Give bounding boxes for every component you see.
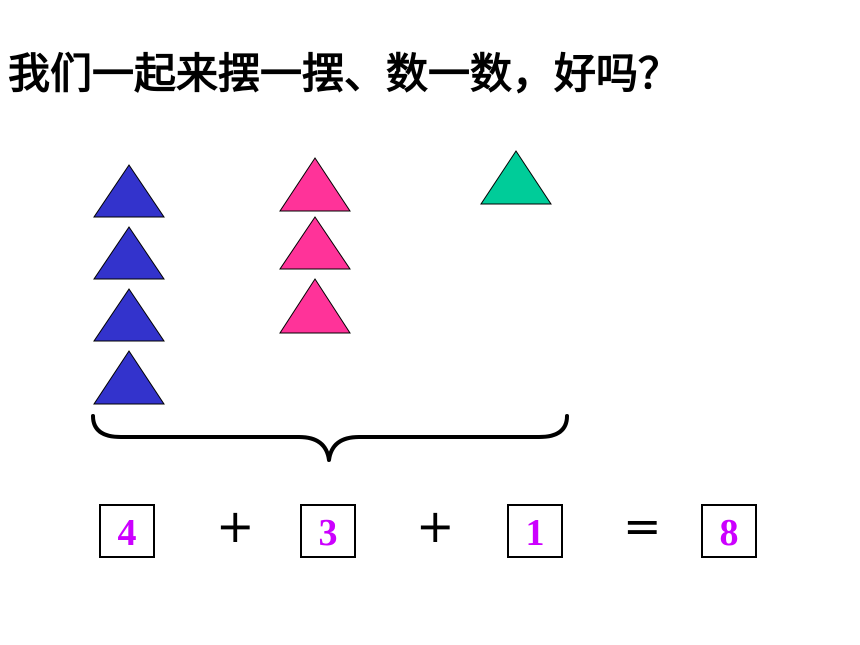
blue-triangle [93,288,165,342]
pink-triangle [279,216,351,270]
term-box-3: 1 [507,504,563,558]
plus-sign: + [216,499,255,553]
pink-triangle [279,278,351,334]
equals-sign: = [623,499,662,553]
term-2-value: 3 [318,512,338,554]
green-triangle [480,150,552,205]
blue-triangle [93,350,165,405]
term-box-2: 3 [300,504,356,558]
pink-triangle [279,157,351,212]
term-1-value: 4 [117,512,137,554]
plus-sign: + [416,499,455,553]
grouping-brace [91,414,569,462]
result-box: 8 [701,504,757,558]
result-value: 8 [719,512,739,554]
page-title: 我们一起来摆一摆、数一数，好吗？ [8,49,681,98]
term-3-value: 1 [525,512,545,554]
blue-triangle [93,226,165,280]
term-box-1: 4 [99,504,155,558]
blue-triangle [93,164,165,218]
